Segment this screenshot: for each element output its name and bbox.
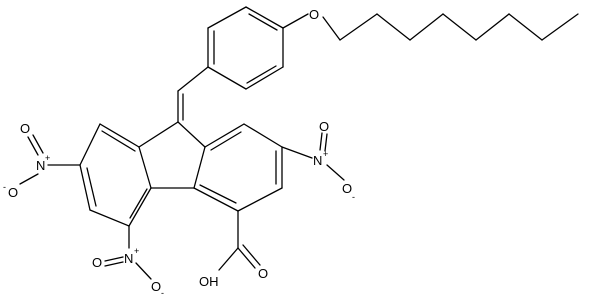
c-oh-bond	[218, 247, 239, 271]
nitro-oxygen-label: O	[319, 119, 329, 134]
ring-bond	[193, 146, 206, 189]
phenylene-ring	[207, 6, 284, 90]
nitro-minus-label: -	[3, 182, 6, 192]
chain-bond	[339, 13, 378, 41]
nitro-oxygen-label: O	[20, 121, 30, 136]
n-o-double-bond-a	[319, 132, 323, 151]
carboxylic-acid-group: O OH	[199, 210, 268, 289]
ring-bond	[138, 121, 179, 148]
chain-bond	[541, 13, 579, 41]
ring-bond	[245, 66, 284, 90]
ring-bond	[177, 121, 206, 148]
n-o-double-bond-a	[27, 136, 39, 156]
ring-bond	[99, 123, 140, 148]
ring-bond	[138, 146, 152, 189]
n-o-double-bond-b	[324, 133, 328, 152]
nitro-plus-label: +	[45, 153, 50, 163]
ring-double-bond	[210, 131, 242, 151]
n-o-single-bond	[326, 164, 345, 181]
ring-double-bond	[86, 167, 97, 207]
c-o-double-bond-b	[242, 244, 261, 266]
ring-double-bond	[246, 65, 277, 84]
c-o-double-bond-a	[237, 247, 256, 269]
octyl-chain	[322, 13, 579, 41]
ring-bond	[79, 164, 91, 211]
chain-bond	[409, 13, 444, 41]
ring-bond	[79, 123, 101, 166]
n-o-double-bond-b	[32, 134, 44, 154]
n-o-double-bond-b	[104, 261, 124, 267]
ring-bond	[89, 209, 130, 227]
left-benzene-ring	[79, 123, 152, 227]
nitro-oxygen-label: O	[342, 181, 352, 196]
ring-double-bond	[199, 184, 237, 204]
nitro-minus-label: -	[352, 192, 355, 202]
nitro-nitrogen-label: N	[36, 158, 45, 173]
nitro-oxygen-label: O	[8, 185, 18, 200]
ether-oxygen-label: O	[309, 7, 319, 22]
hydroxyl-label: OH	[199, 274, 219, 289]
carbonyl-oxygen-label: O	[258, 266, 268, 281]
n-o-double-bond-a	[104, 256, 124, 262]
c-n-bond	[281, 146, 313, 159]
ring-double-bond	[248, 13, 278, 31]
chain-bond	[322, 16, 341, 41]
nitro-oxygen-label: O	[92, 255, 102, 270]
ring-bond	[237, 187, 283, 212]
ring-double-bond	[101, 130, 136, 152]
ring-bond	[204, 123, 245, 148]
n-o-single-bond	[19, 173, 39, 185]
ring-bond	[128, 187, 152, 227]
nitro-minus-label: -	[161, 288, 164, 296]
nitro-plus-label: +	[323, 149, 328, 159]
ring-double-bond	[129, 188, 148, 219]
chain-bond	[475, 13, 510, 41]
nitro-oxygen-label: O	[151, 279, 161, 294]
chain-bond	[442, 13, 477, 41]
ring-bond	[207, 66, 247, 90]
n-o-single-bond	[135, 262, 152, 280]
five-membered-ring	[138, 121, 206, 189]
nitro-nitrogen-label: N	[124, 251, 133, 266]
nitro-group-left: N + O O -	[3, 121, 81, 200]
benzylidene-bond	[177, 66, 209, 92]
nitro-group-bottom: N + O O -	[92, 225, 164, 296]
ring-bond	[243, 123, 283, 148]
aryl-o-bond	[282, 13, 309, 29]
nitro-group-right: N + O O -	[281, 119, 355, 202]
right-benzene-ring	[193, 123, 283, 212]
ring-bond	[207, 6, 247, 29]
ring-bond	[245, 6, 284, 29]
ring-bond	[193, 187, 239, 212]
nitro-plus-label: +	[134, 246, 139, 256]
nitro-nitrogen-label: N	[313, 153, 322, 168]
chain-bond	[376, 13, 411, 41]
chain-bond	[508, 13, 543, 41]
